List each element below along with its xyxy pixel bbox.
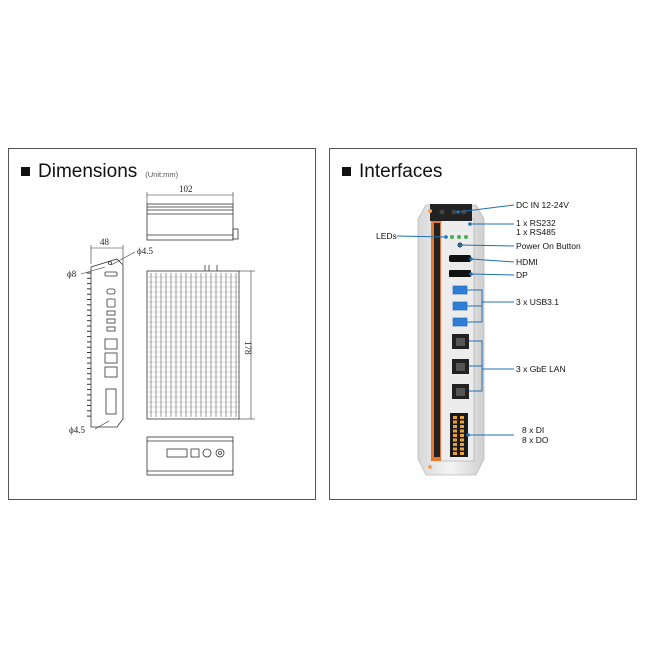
dio-pin [453, 434, 457, 437]
dio-pin [453, 416, 457, 419]
dio-pin [453, 438, 457, 442]
hole-bottom-leader [94, 420, 110, 430]
callout-dp: DP [516, 270, 528, 280]
hdmi-port [449, 255, 471, 262]
front-view [146, 265, 240, 420]
dio-pin [453, 443, 457, 446]
callout-dc-in: DC IN 12-24V [516, 200, 569, 210]
hole-top-label: ϕ4.5 [137, 246, 153, 256]
dio-pin [453, 447, 457, 451]
callout-leds: LEDs [376, 231, 397, 241]
side-view [87, 258, 124, 428]
height-dimension [239, 270, 255, 420]
dio-pin [460, 438, 464, 442]
heading-bullet-icon [342, 167, 351, 176]
interfaces-heading: Interfaces [342, 161, 442, 183]
callout-rs485: 1 x RS485 [516, 227, 556, 237]
dimensions-heading: Dimensions (Unit:mm) [21, 161, 178, 183]
usb-port-3 [452, 317, 468, 327]
interfaces-panel: Interfaces [329, 148, 637, 500]
dio-pin [460, 425, 464, 428]
dio-pin [453, 420, 457, 424]
dio-pin [460, 443, 464, 446]
dio-pin [460, 416, 464, 419]
callout-lines [396, 204, 515, 436]
dio-pin [460, 420, 464, 424]
dimensions-drawing: 102 48 ϕ4.5 ϕ8 ϕ4.5 [67, 184, 255, 476]
depth-dimension [90, 245, 124, 264]
callout-di: 8 x DI [522, 425, 544, 435]
dio-pin [460, 429, 464, 433]
dio-pin [460, 447, 464, 451]
interfaces-drawing: DC IN 12-24V 1 x RS232 1 x RS485 LEDs Po… [376, 200, 581, 476]
height-label: 178 [243, 341, 253, 355]
dio-pin [453, 452, 457, 455]
top-view [146, 203, 239, 241]
dimensions-panel: Dimensions (Unit:mm) 102 [8, 148, 316, 500]
callout-usb: 3 x USB3.1 [516, 297, 559, 307]
depth-label: 48 [100, 237, 110, 247]
hole-top-leader [110, 251, 136, 266]
callout-dots [444, 210, 473, 437]
dio-pin [453, 425, 457, 428]
dimensions-title: Dimensions [38, 161, 138, 182]
hole-bottom-label: ϕ4.5 [69, 425, 85, 435]
dio-pin [453, 429, 457, 433]
width-label: 102 [179, 184, 193, 194]
unit-note: (Unit:mm) [145, 170, 179, 179]
callout-rs232: 1 x RS232 [516, 218, 556, 228]
dio-terminal-block [450, 413, 468, 457]
usb-port-2 [452, 301, 468, 311]
heading-bullet-icon [21, 167, 30, 176]
led-1 [450, 235, 454, 239]
interfaces-title: Interfaces [359, 161, 443, 182]
callout-power: Power On Button [516, 241, 581, 251]
dio-pin [460, 434, 464, 437]
dp-port [449, 270, 471, 277]
bottom-view [146, 436, 234, 476]
callout-lan: 3 x GbE LAN [516, 364, 566, 374]
led-3 [464, 235, 468, 239]
device-front-panel [417, 204, 485, 476]
width-dimension [146, 192, 234, 204]
hole-side-label: ϕ8 [67, 269, 77, 279]
usb-port-1 [452, 285, 468, 295]
dio-pin [460, 452, 464, 455]
callout-do: 8 x DO [522, 435, 549, 445]
dc-in-connector [430, 204, 472, 221]
callout-hdmi: HDMI [516, 257, 538, 267]
led-2 [457, 235, 461, 239]
hole-side-leader [80, 266, 106, 275]
